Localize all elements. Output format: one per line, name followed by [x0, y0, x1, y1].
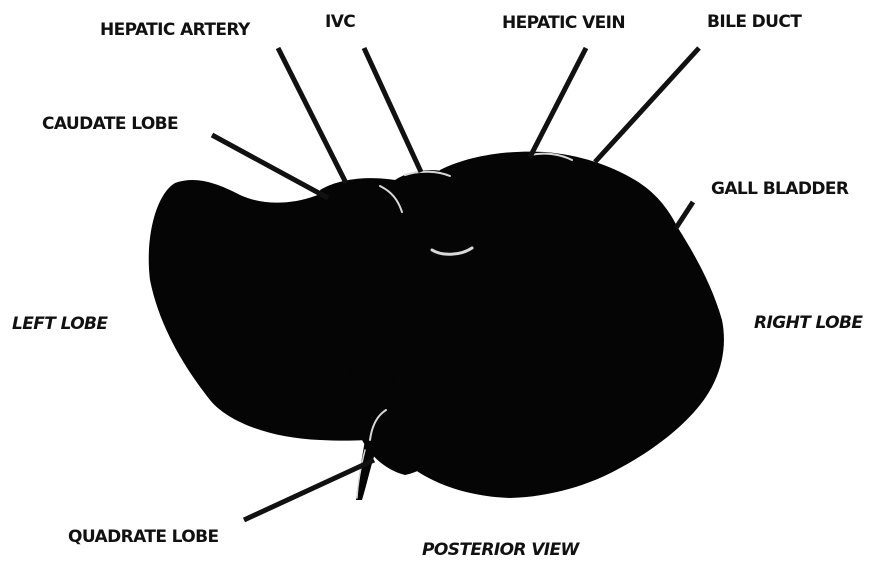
label-gall-bladder: GALL BLADDER	[711, 179, 848, 199]
label-bile-duct: BILE DUCT	[707, 12, 801, 32]
right-lobe-shape	[388, 152, 724, 498]
leader-bile-duct	[595, 48, 699, 162]
leader-hepatic-vein	[530, 48, 586, 157]
liver-silhouette	[149, 152, 724, 500]
quadrate-tip-shape	[356, 440, 378, 500]
label-hepatic-artery: HEPATIC ARTERY	[100, 20, 250, 40]
leader-quadrate-lobe	[244, 460, 374, 520]
label-left-lobe: LEFT LOBE	[12, 314, 107, 334]
label-ivc: IVC	[325, 12, 355, 32]
label-posterior-view: POSTERIOR VIEW	[422, 540, 579, 560]
leader-gall-bladder	[676, 202, 693, 228]
label-caudate-lobe: CAUDATE LOBE	[42, 114, 178, 134]
leader-caudate-lobe	[212, 135, 328, 198]
label-hepatic-vein: HEPATIC VEIN	[502, 13, 625, 33]
leader-ivc	[364, 48, 421, 172]
leader-hepatic-artery	[278, 48, 346, 183]
label-quadrate-lobe: QUADRATE LOBE	[68, 527, 219, 547]
label-right-lobe: RIGHT LOBE	[754, 313, 862, 333]
